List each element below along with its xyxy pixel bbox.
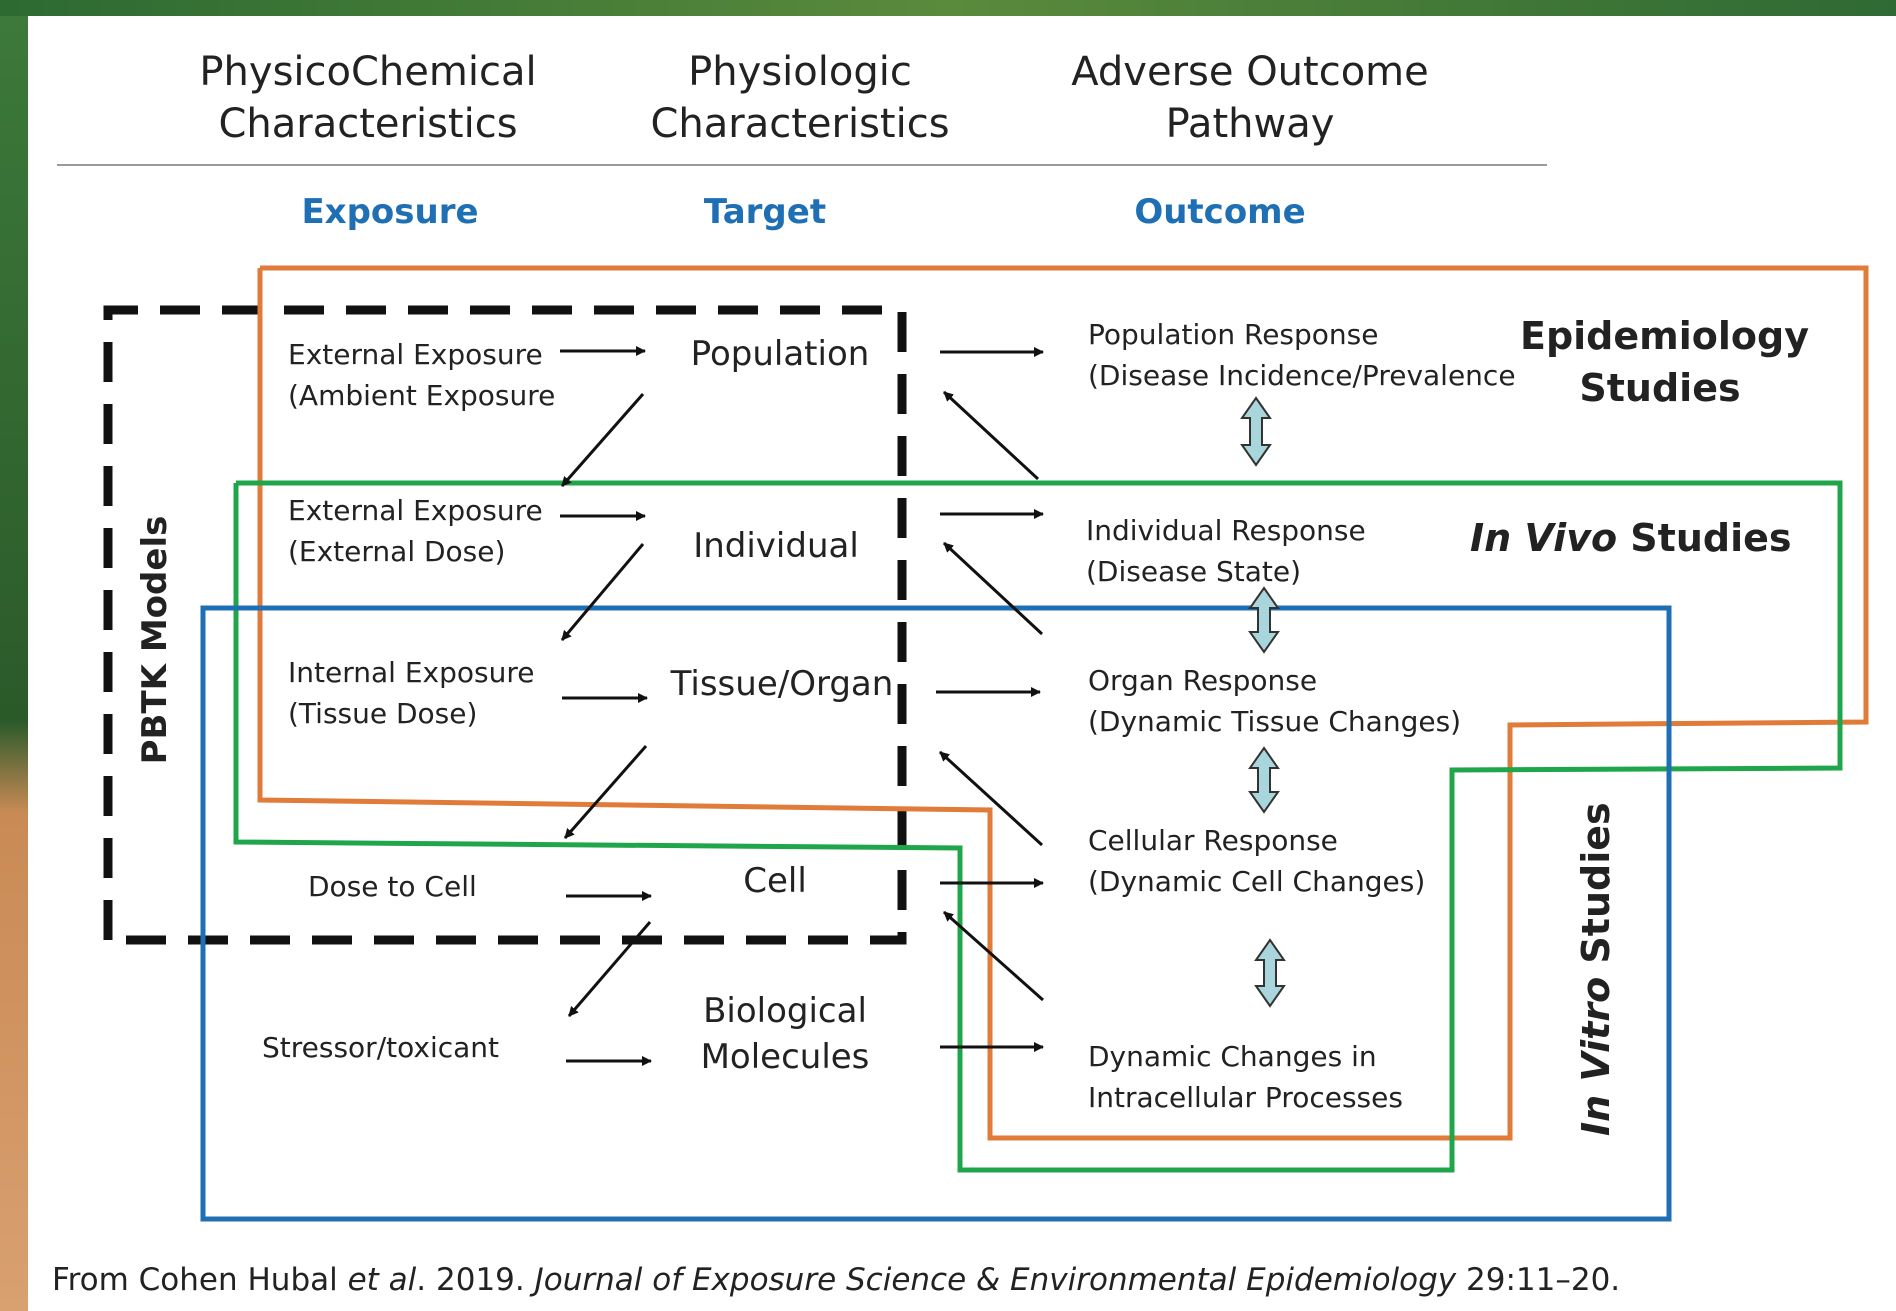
outcome-dynamic-changes: Dynamic Changes in Intracellular Process… (1088, 1036, 1403, 1118)
credit-pages: 29:11–20. (1456, 1262, 1621, 1298)
header-adverse-outcome-pathway: Adverse Outcome Pathway (1071, 49, 1429, 147)
outcome-line: Intracellular Processes (1088, 1081, 1403, 1114)
outcome-line: Individual Response (1086, 514, 1366, 547)
outcome-line: Population Response (1088, 318, 1379, 351)
label-epidemiology-studies: Epidemiology Studies (1520, 314, 1809, 410)
exposure-line: External Exposure (288, 494, 543, 527)
updown-arrow-icon (1248, 746, 1280, 814)
exposure-line: (External Dose) (288, 535, 506, 568)
background-photo-top (0, 0, 1896, 16)
in-vivo-italic: In Vivo (1470, 516, 1618, 560)
exposure-external-ambient: External Exposure (Ambient Exposure (288, 334, 555, 416)
arrow-feedback-individual-to-population (942, 390, 1040, 481)
outcome-cellular-response: Cellular Response (Dynamic Cell Changes) (1088, 820, 1425, 902)
target-tissue-organ: Tissue/Organ (670, 664, 894, 704)
credit-year: . 2019. (416, 1262, 535, 1298)
outcome-organ-response: Organ Response (Dynamic Tissue Changes) (1088, 660, 1461, 742)
background-photo-left (0, 0, 30, 1311)
outcome-line: Cellular Response (1088, 824, 1338, 857)
label-pbtk-models: PBTK Models (135, 515, 175, 765)
exposure-dose-to-cell: Dose to Cell (308, 866, 477, 907)
outcome-line: (Disease Incidence/Prevalence (1088, 359, 1516, 392)
in-vivo-rest: Studies (1617, 516, 1792, 560)
header-divider (57, 164, 1547, 166)
header-physiologic: Physiologic Characteristics (650, 49, 950, 147)
header-physicochemical: PhysicoChemical Characteristics (199, 49, 537, 147)
exposure-line: Internal Exposure (288, 656, 535, 689)
exposure-stressor: Stressor/toxicant (262, 1027, 499, 1068)
arrow-population-to-individual-dose (560, 393, 645, 487)
pbtk-models-box (103, 305, 907, 945)
arrow-feedback-cellular-to-tissue (938, 750, 1044, 847)
citation-credit: From Cohen Hubal et al. 2019. Journal of… (52, 1262, 1620, 1298)
updown-arrow-icon (1254, 938, 1286, 1008)
exposure-line: (Ambient Exposure (288, 379, 556, 412)
exposure-line: (Tissue Dose) (288, 697, 478, 730)
outcome-line: (Disease State) (1086, 555, 1301, 588)
label-in-vitro-studies: In Vitro Studies (1570, 802, 1622, 1136)
target-population: Population (690, 334, 870, 374)
subheader-target: Target (703, 192, 827, 232)
credit-journal: Journal of Exposure Science & Environmen… (534, 1262, 1457, 1298)
outcome-line: Dynamic Changes in (1088, 1040, 1377, 1073)
target-individual: Individual (693, 526, 859, 566)
exposure-internal-tissue: Internal Exposure (Tissue Dose) (288, 652, 534, 734)
arrow-individual-to-tissue-dose (560, 543, 645, 641)
credit-etal: et al (347, 1262, 417, 1298)
outcome-individual-response: Individual Response (Disease State) (1086, 510, 1366, 592)
exposure-line: Dose to Cell (308, 870, 477, 903)
arrow-feedback-dynamic-to-cell (943, 910, 1044, 1002)
exposure-external-dose: External Exposure (External Dose) (288, 490, 543, 572)
target-biological-molecules: Biological Molecules (700, 991, 870, 1077)
label-in-vivo-studies: In Vivo Studies (1470, 512, 1792, 564)
outcome-line: (Dynamic Cell Changes) (1088, 865, 1426, 898)
updown-arrow-icon (1240, 396, 1272, 467)
in-vivo-studies-box (233, 480, 1843, 1173)
exposure-line: Stressor/toxicant (262, 1031, 500, 1064)
outcome-line: (Dynamic Tissue Changes) (1088, 705, 1462, 738)
credit-prefix: From Cohen Hubal (52, 1262, 348, 1298)
outcome-line: Organ Response (1088, 664, 1318, 697)
outcome-population-response: Population Response (Disease Incidence/P… (1088, 314, 1516, 396)
in-vitro-studies-box (200, 605, 1672, 1222)
epidemiology-studies-box (257, 265, 1869, 1141)
updown-arrow-icon (1248, 586, 1280, 654)
arrow-tissue-to-cell-dose (563, 745, 648, 839)
subheader-exposure: Exposure (301, 192, 479, 232)
in-vitro-rest: Studies (1574, 802, 1618, 977)
arrow-feedback-organ-to-individual (942, 541, 1044, 636)
target-cell: Cell (743, 861, 807, 901)
in-vitro-italic: In Vitro (1574, 976, 1618, 1136)
subheader-outcome: Outcome (1134, 192, 1306, 232)
exposure-line: External Exposure (288, 338, 543, 371)
arrow-cell-to-stressor (567, 921, 652, 1017)
